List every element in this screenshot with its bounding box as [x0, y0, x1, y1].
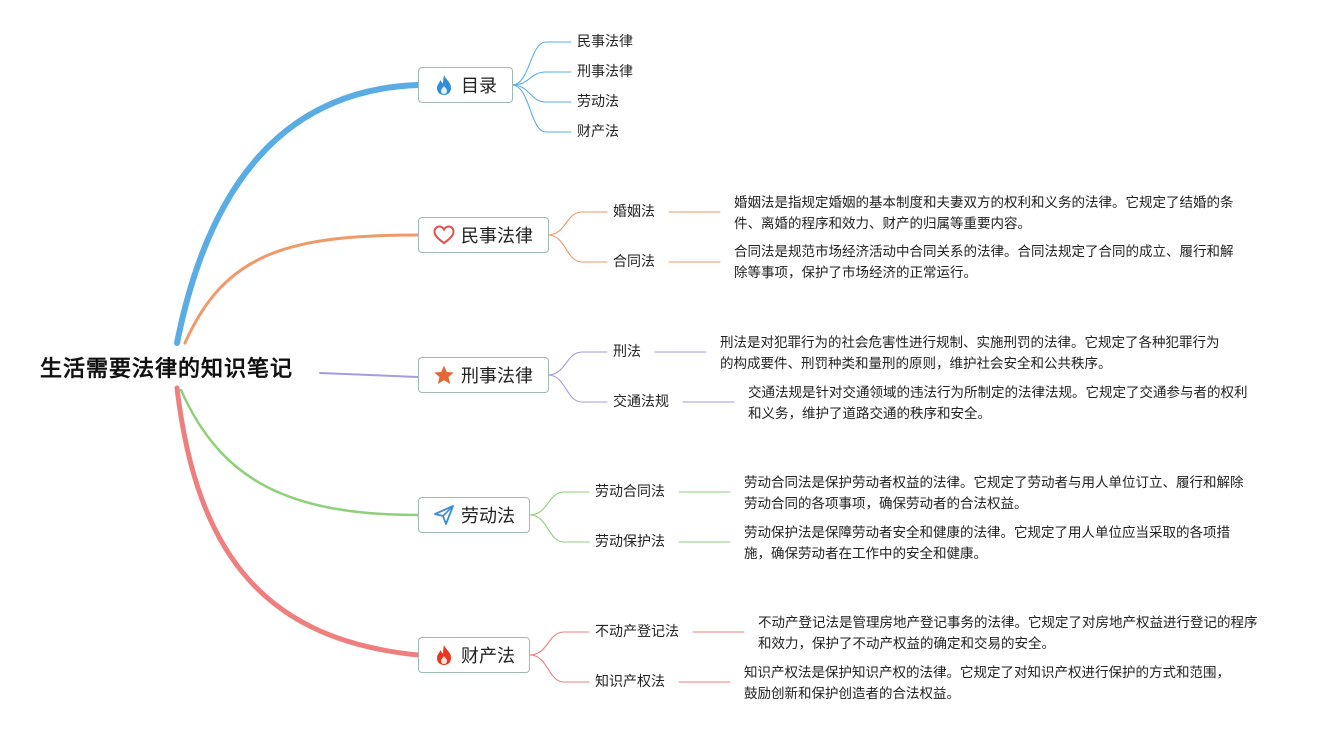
description: 刑法是对犯罪行为的社会危害性进行规制、实施刑罚的法律。它规定了各种犯罪行为的构成…	[720, 335, 1220, 372]
topic-label: 劳动法	[461, 506, 515, 527]
subtopic[interactable]: 劳动法	[577, 94, 619, 110]
heart-icon	[433, 224, 455, 246]
description: 不动产登记法是管理房地产登记事务的法律。它规定了对房地产权益进行登记的程序和效力…	[758, 615, 1258, 652]
topic-civil[interactable]: 民事法律	[418, 217, 549, 253]
sub-line-toc-0	[511, 41, 572, 86]
sub-line-criminal-1	[547, 374, 608, 403]
subtopic[interactable]: 民事法律	[577, 34, 633, 50]
topic-labor[interactable]: 劳动法	[418, 497, 530, 533]
branch-line-toc	[174, 82, 421, 346]
subtopic[interactable]: 不动产登记法	[595, 624, 679, 640]
topic-criminal[interactable]: 刑事法律	[418, 357, 549, 393]
subtopic[interactable]: 财产法	[577, 124, 619, 140]
sub-line-property-1	[529, 654, 590, 683]
branch-line-labor	[179, 388, 420, 517]
sub-line-toc-1	[511, 71, 572, 86]
topic-label: 目录	[461, 76, 497, 97]
description: 劳动合同法是保护劳动者权益的法律。它规定了劳动者与用人单位订立、履行和解除劳动合…	[744, 475, 1244, 512]
subtopic[interactable]: 交通法规	[613, 394, 669, 410]
topic-label: 民事法律	[461, 226, 533, 247]
subtopic[interactable]: 劳动合同法	[595, 484, 665, 500]
flame-icon	[433, 644, 455, 666]
topic-label: 财产法	[461, 646, 515, 667]
subtopic[interactable]: 刑事法律	[577, 64, 633, 80]
description: 知识产权法是保护知识产权的法律。它规定了对知识产权进行保护的方式和范围，鼓励创新…	[744, 665, 1230, 702]
description: 交通法规是针对交通领域的违法行为所制定的法律法规。它规定了交通参与者的权利和义务…	[748, 385, 1248, 422]
topic-toc[interactable]: 目录	[418, 67, 513, 103]
topic-property[interactable]: 财产法	[418, 637, 530, 673]
branch-line-criminal	[319, 372, 419, 378]
description: 婚姻法是指规定婚姻的基本制度和夫妻双方的权利和义务的法律。它规定了结婚的条件、离…	[734, 195, 1234, 232]
sub-line-property-0	[529, 631, 590, 656]
sub-line-labor-0	[529, 491, 590, 516]
subtopic[interactable]: 合同法	[613, 254, 655, 270]
description: 合同法是规范市场经济活动中合同关系的法律。合同法规定了合同的成立、履行和解除等事…	[734, 244, 1234, 281]
subtopic[interactable]: 婚姻法	[613, 204, 655, 220]
paper-plane-icon	[433, 504, 455, 526]
branch-line-property	[174, 385, 421, 658]
sub-line-civil-1	[547, 234, 608, 263]
branch-line-civil	[183, 233, 420, 345]
sub-line-labor-1	[529, 514, 590, 543]
sub-line-toc-2	[511, 84, 572, 103]
root-topic[interactable]: 生活需要法律的知识笔记	[40, 357, 294, 382]
sub-line-civil-0	[547, 211, 608, 236]
sub-line-toc-3	[511, 84, 572, 133]
topic-label: 刑事法律	[461, 366, 533, 387]
subtopic[interactable]: 刑法	[613, 344, 641, 360]
flame-icon	[433, 74, 455, 96]
star-icon	[433, 364, 455, 386]
description: 劳动保护法是保障劳动者安全和健康的法律。它规定了用人单位应当采取的各项措施，确保…	[744, 525, 1230, 562]
subtopic[interactable]: 劳动保护法	[595, 534, 665, 550]
sub-line-criminal-0	[547, 351, 608, 376]
subtopic[interactable]: 知识产权法	[595, 674, 665, 690]
